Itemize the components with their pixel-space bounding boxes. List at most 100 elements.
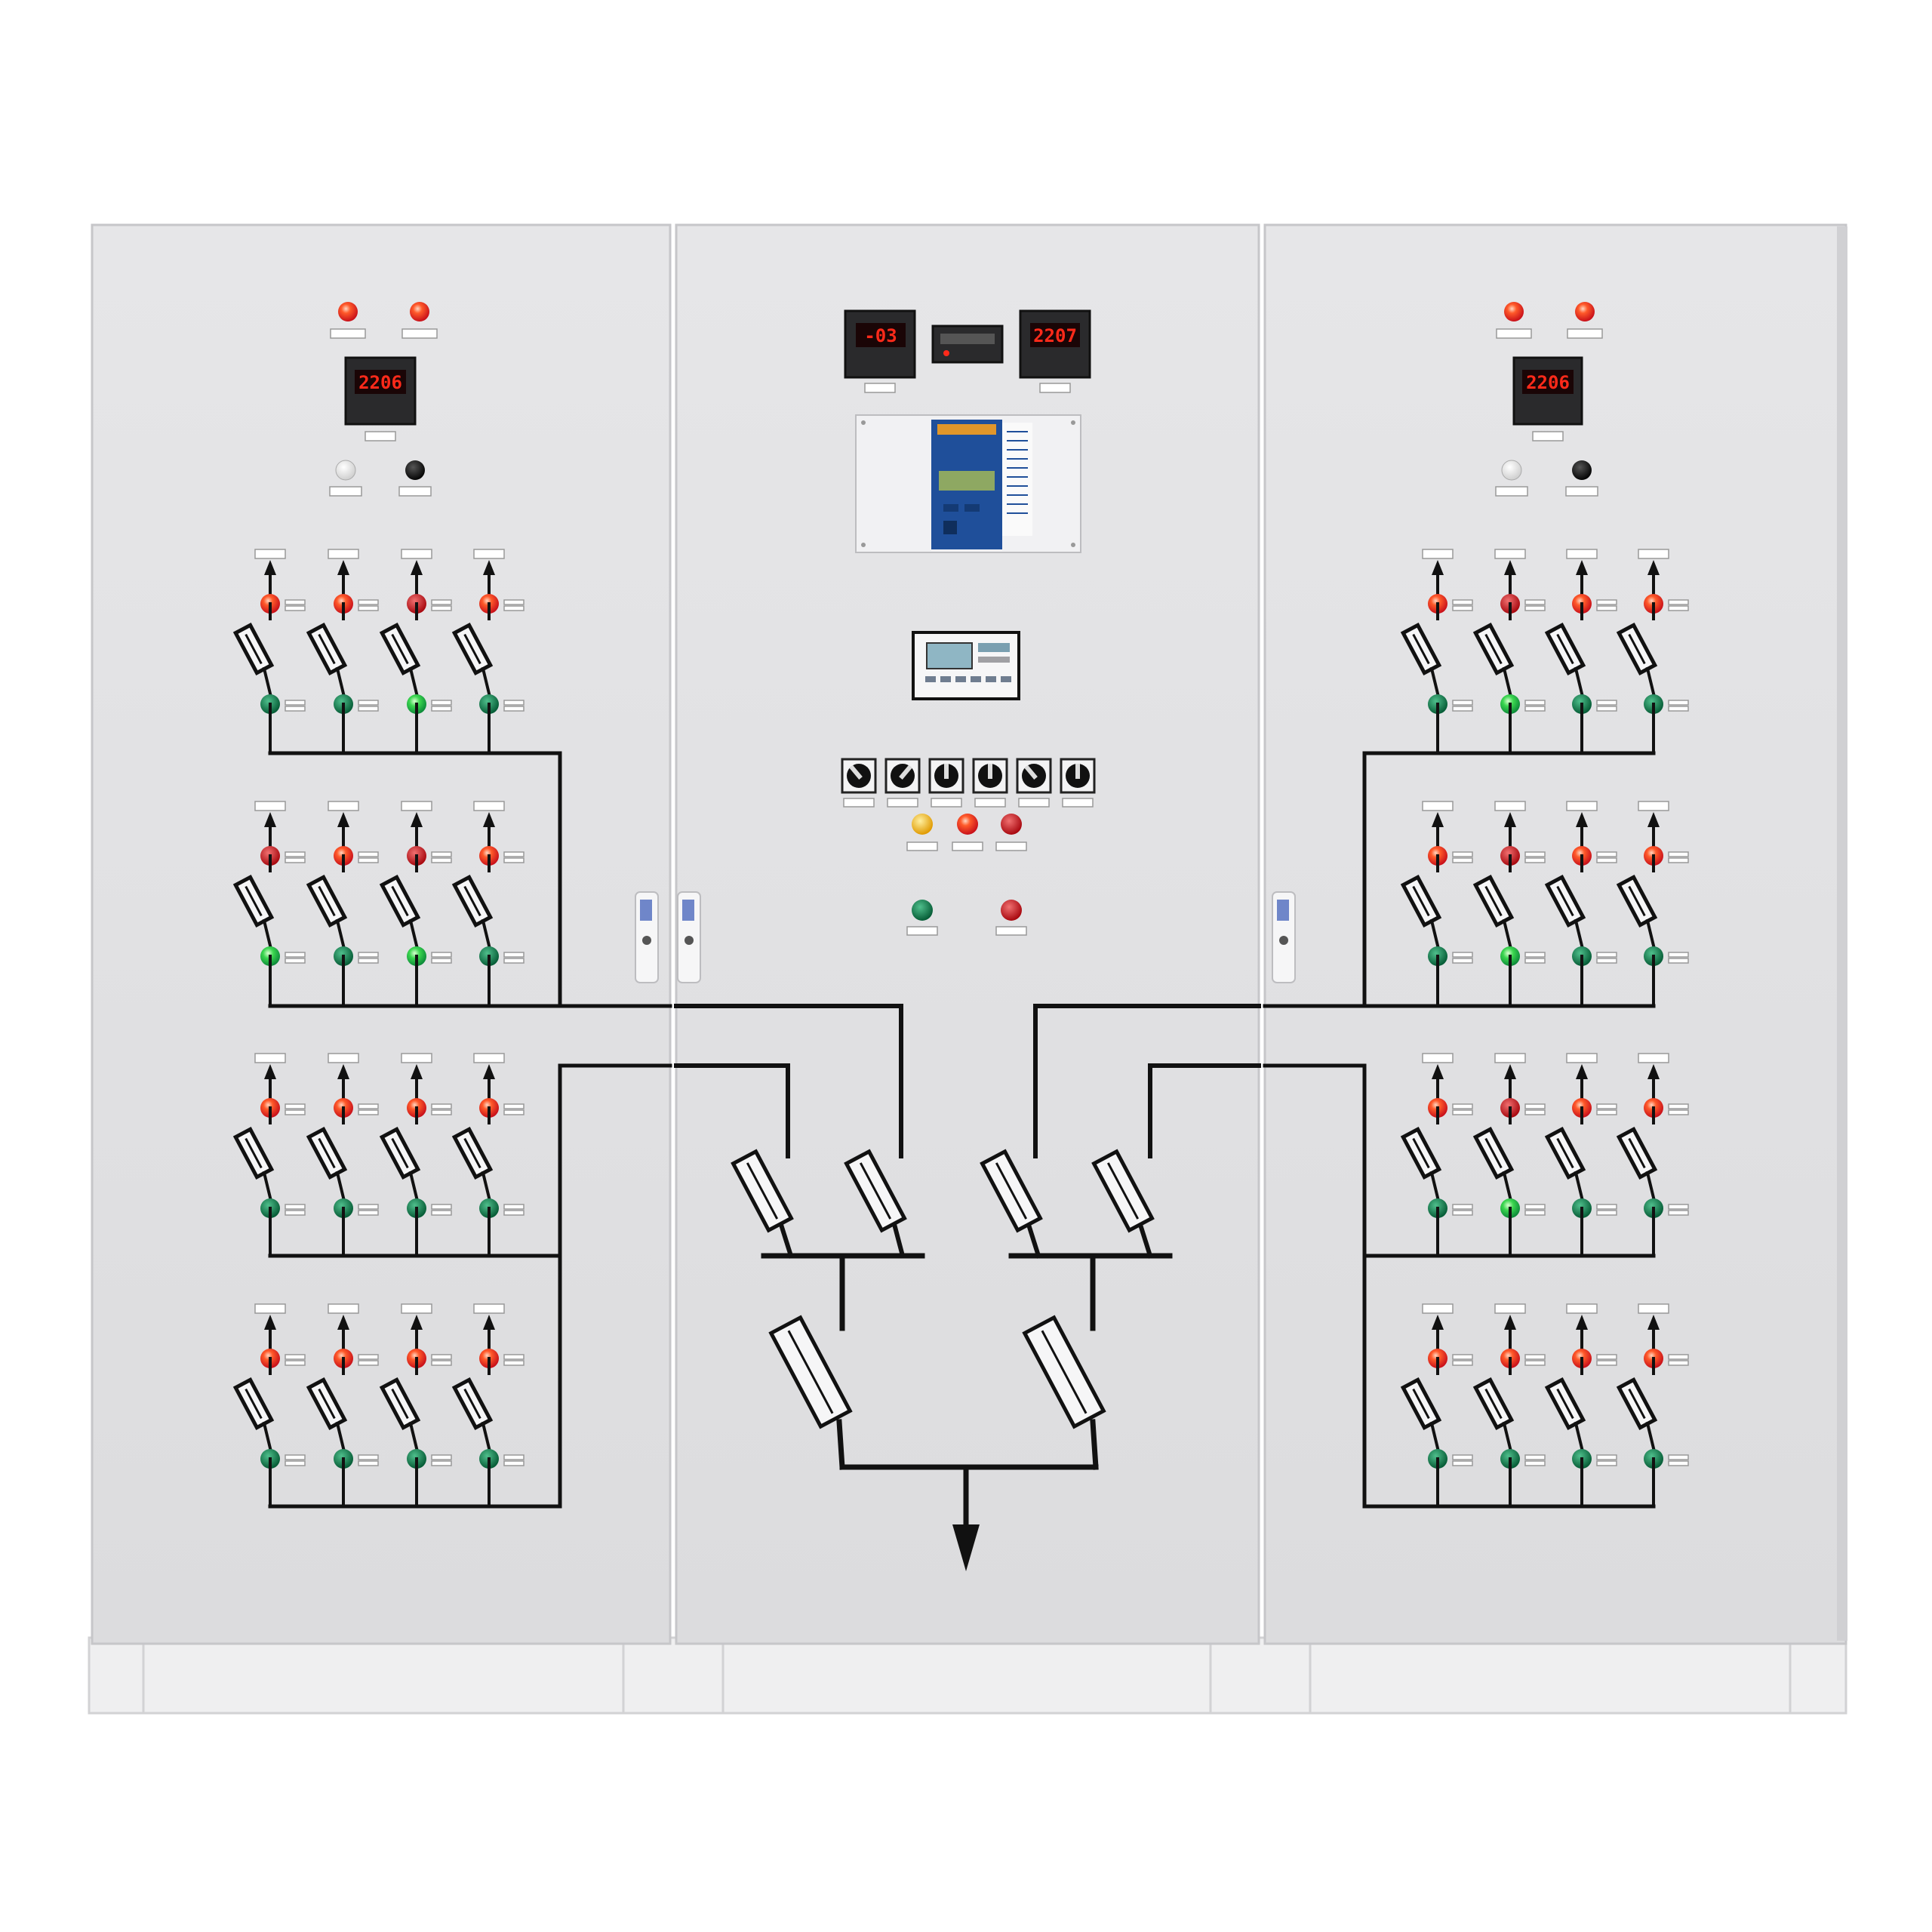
center-red-button[interactable] xyxy=(1001,900,1022,921)
led-label-plate xyxy=(1452,1460,1473,1466)
up-arrow-icon xyxy=(1504,560,1516,575)
feeder-line xyxy=(262,918,272,948)
led-label-plate xyxy=(285,605,306,611)
selector-switch[interactable] xyxy=(1060,758,1096,808)
up-arrow-icon xyxy=(337,812,349,827)
fuse-element xyxy=(318,633,336,665)
fuse-element xyxy=(746,1162,779,1220)
feeder-line xyxy=(481,666,491,696)
led-label-plate xyxy=(503,1454,525,1460)
main-fuse-lead xyxy=(836,1419,845,1470)
fuse-element xyxy=(1041,1330,1088,1414)
led-label-plate xyxy=(1596,1103,1617,1109)
led-label-plate xyxy=(431,1109,452,1115)
led-label-plate xyxy=(358,1360,379,1366)
feeder-label-plate xyxy=(1422,1303,1454,1314)
selector-switch[interactable] xyxy=(972,758,1008,808)
fuse-element xyxy=(1556,633,1574,665)
selector-label-plate xyxy=(974,798,1006,808)
led-label-plate xyxy=(1452,952,1473,958)
fuse-element xyxy=(391,885,409,917)
selector-switches xyxy=(841,758,1096,808)
led-label-plate xyxy=(1668,1454,1689,1460)
led-label-plate xyxy=(1452,1354,1473,1360)
fuse-element xyxy=(787,1330,834,1414)
led-label-plate xyxy=(1596,857,1617,863)
center-left-meter: -03 xyxy=(844,309,916,393)
led-label-plate xyxy=(1524,1454,1546,1460)
feeder-label-plate xyxy=(254,1303,286,1314)
right-door-handle[interactable] xyxy=(1272,891,1296,983)
center-left-meter-readout: -03 xyxy=(864,325,897,346)
incomer-fuse-icon xyxy=(844,1149,907,1233)
up-arrow-icon xyxy=(264,1064,276,1079)
led-label-plate xyxy=(503,958,525,964)
up-arrow-icon xyxy=(1647,812,1660,827)
led-label-plate xyxy=(1596,1354,1617,1360)
led-label-plate xyxy=(358,958,379,964)
feeder-line xyxy=(408,918,419,948)
fuse-element xyxy=(318,1137,336,1169)
fuse-element xyxy=(318,1388,336,1420)
up-arrow-icon xyxy=(411,1315,423,1330)
led-label-plate xyxy=(1452,700,1473,706)
up-arrow-icon xyxy=(337,1064,349,1079)
led-label-plate xyxy=(1668,1360,1689,1366)
up-arrow-icon xyxy=(1432,1315,1444,1330)
fuse-element xyxy=(463,1137,481,1169)
led-label-plate xyxy=(285,1109,306,1115)
feeder-line xyxy=(408,1421,419,1451)
led-label-plate xyxy=(1524,1109,1546,1115)
center-green-button[interactable] xyxy=(912,900,933,921)
selector-switch[interactable] xyxy=(841,758,877,808)
plinth xyxy=(88,1636,1847,1715)
feeder-line xyxy=(1574,1421,1584,1451)
feeder-line xyxy=(481,918,491,948)
led-label-plate xyxy=(1524,958,1546,964)
selector-switch[interactable] xyxy=(1016,758,1052,808)
fuse-element xyxy=(995,1162,1028,1220)
led-label-plate xyxy=(358,1103,379,1109)
fuse-lead xyxy=(1138,1224,1153,1259)
protection-relay-icon xyxy=(855,414,1081,553)
led-label-plate xyxy=(431,1460,452,1466)
center-right-meter: 2207 xyxy=(1019,309,1091,393)
feeder-label-plate xyxy=(473,1303,505,1314)
led-label-plate xyxy=(1668,1354,1689,1360)
led-label-plate xyxy=(285,1210,306,1216)
led-label-plate xyxy=(431,1354,452,1360)
fuse-element xyxy=(245,885,263,917)
selector-label-plate xyxy=(843,798,875,808)
feeder-line xyxy=(1574,918,1584,948)
left-door-handle[interactable] xyxy=(635,891,659,983)
up-arrow-icon xyxy=(264,560,276,575)
led-label-plate xyxy=(358,605,379,611)
up-arrow-icon xyxy=(1504,1315,1516,1330)
led-label-plate xyxy=(431,1454,452,1460)
feeder-line xyxy=(481,1171,491,1200)
selector-switch[interactable] xyxy=(884,758,921,808)
led-label-plate xyxy=(1524,700,1546,706)
mimic-diagram xyxy=(232,549,1689,1509)
led-label-plate xyxy=(1596,599,1617,605)
led-label-plate xyxy=(285,700,306,706)
right-white-button[interactable] xyxy=(1501,460,1522,481)
selector-switch-pointer xyxy=(1024,764,1038,780)
led-label-plate xyxy=(1452,1204,1473,1210)
up-arrow-icon xyxy=(1576,1315,1588,1330)
up-arrow-icon xyxy=(264,1315,276,1330)
up-arrow-icon xyxy=(1432,812,1444,827)
feeder-line xyxy=(335,1421,346,1451)
led-label-plate xyxy=(1452,857,1473,863)
selector-switch[interactable] xyxy=(928,758,964,808)
center-door-handle[interactable] xyxy=(677,891,701,983)
left-white-button[interactable] xyxy=(335,460,356,481)
led-label-plate xyxy=(431,851,452,857)
fuse-element xyxy=(391,1388,409,1420)
selector-label-plate xyxy=(1018,798,1050,808)
feeder-label-plate xyxy=(1422,1053,1454,1063)
right-black-button[interactable] xyxy=(1572,460,1592,480)
led-label-plate xyxy=(1668,857,1689,863)
up-arrow-icon xyxy=(1647,1064,1660,1079)
left-black-button[interactable] xyxy=(405,460,425,480)
